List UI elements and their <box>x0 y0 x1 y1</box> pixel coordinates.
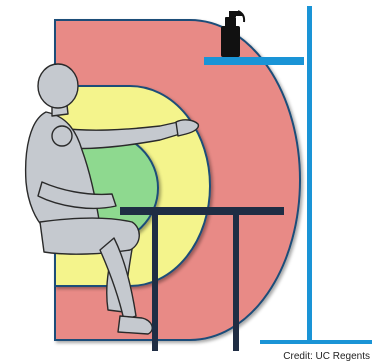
table-top <box>120 207 284 215</box>
figure-head <box>38 64 78 108</box>
table-leg-right <box>233 215 239 351</box>
floor-line <box>260 340 372 344</box>
figure-thigh <box>40 218 139 254</box>
table-leg-left <box>152 215 158 351</box>
wall-shelf <box>204 57 304 65</box>
figure-shoulder <box>52 126 72 146</box>
image-credit: Credit: UC Regents <box>283 351 370 362</box>
vertical-post <box>307 6 312 342</box>
